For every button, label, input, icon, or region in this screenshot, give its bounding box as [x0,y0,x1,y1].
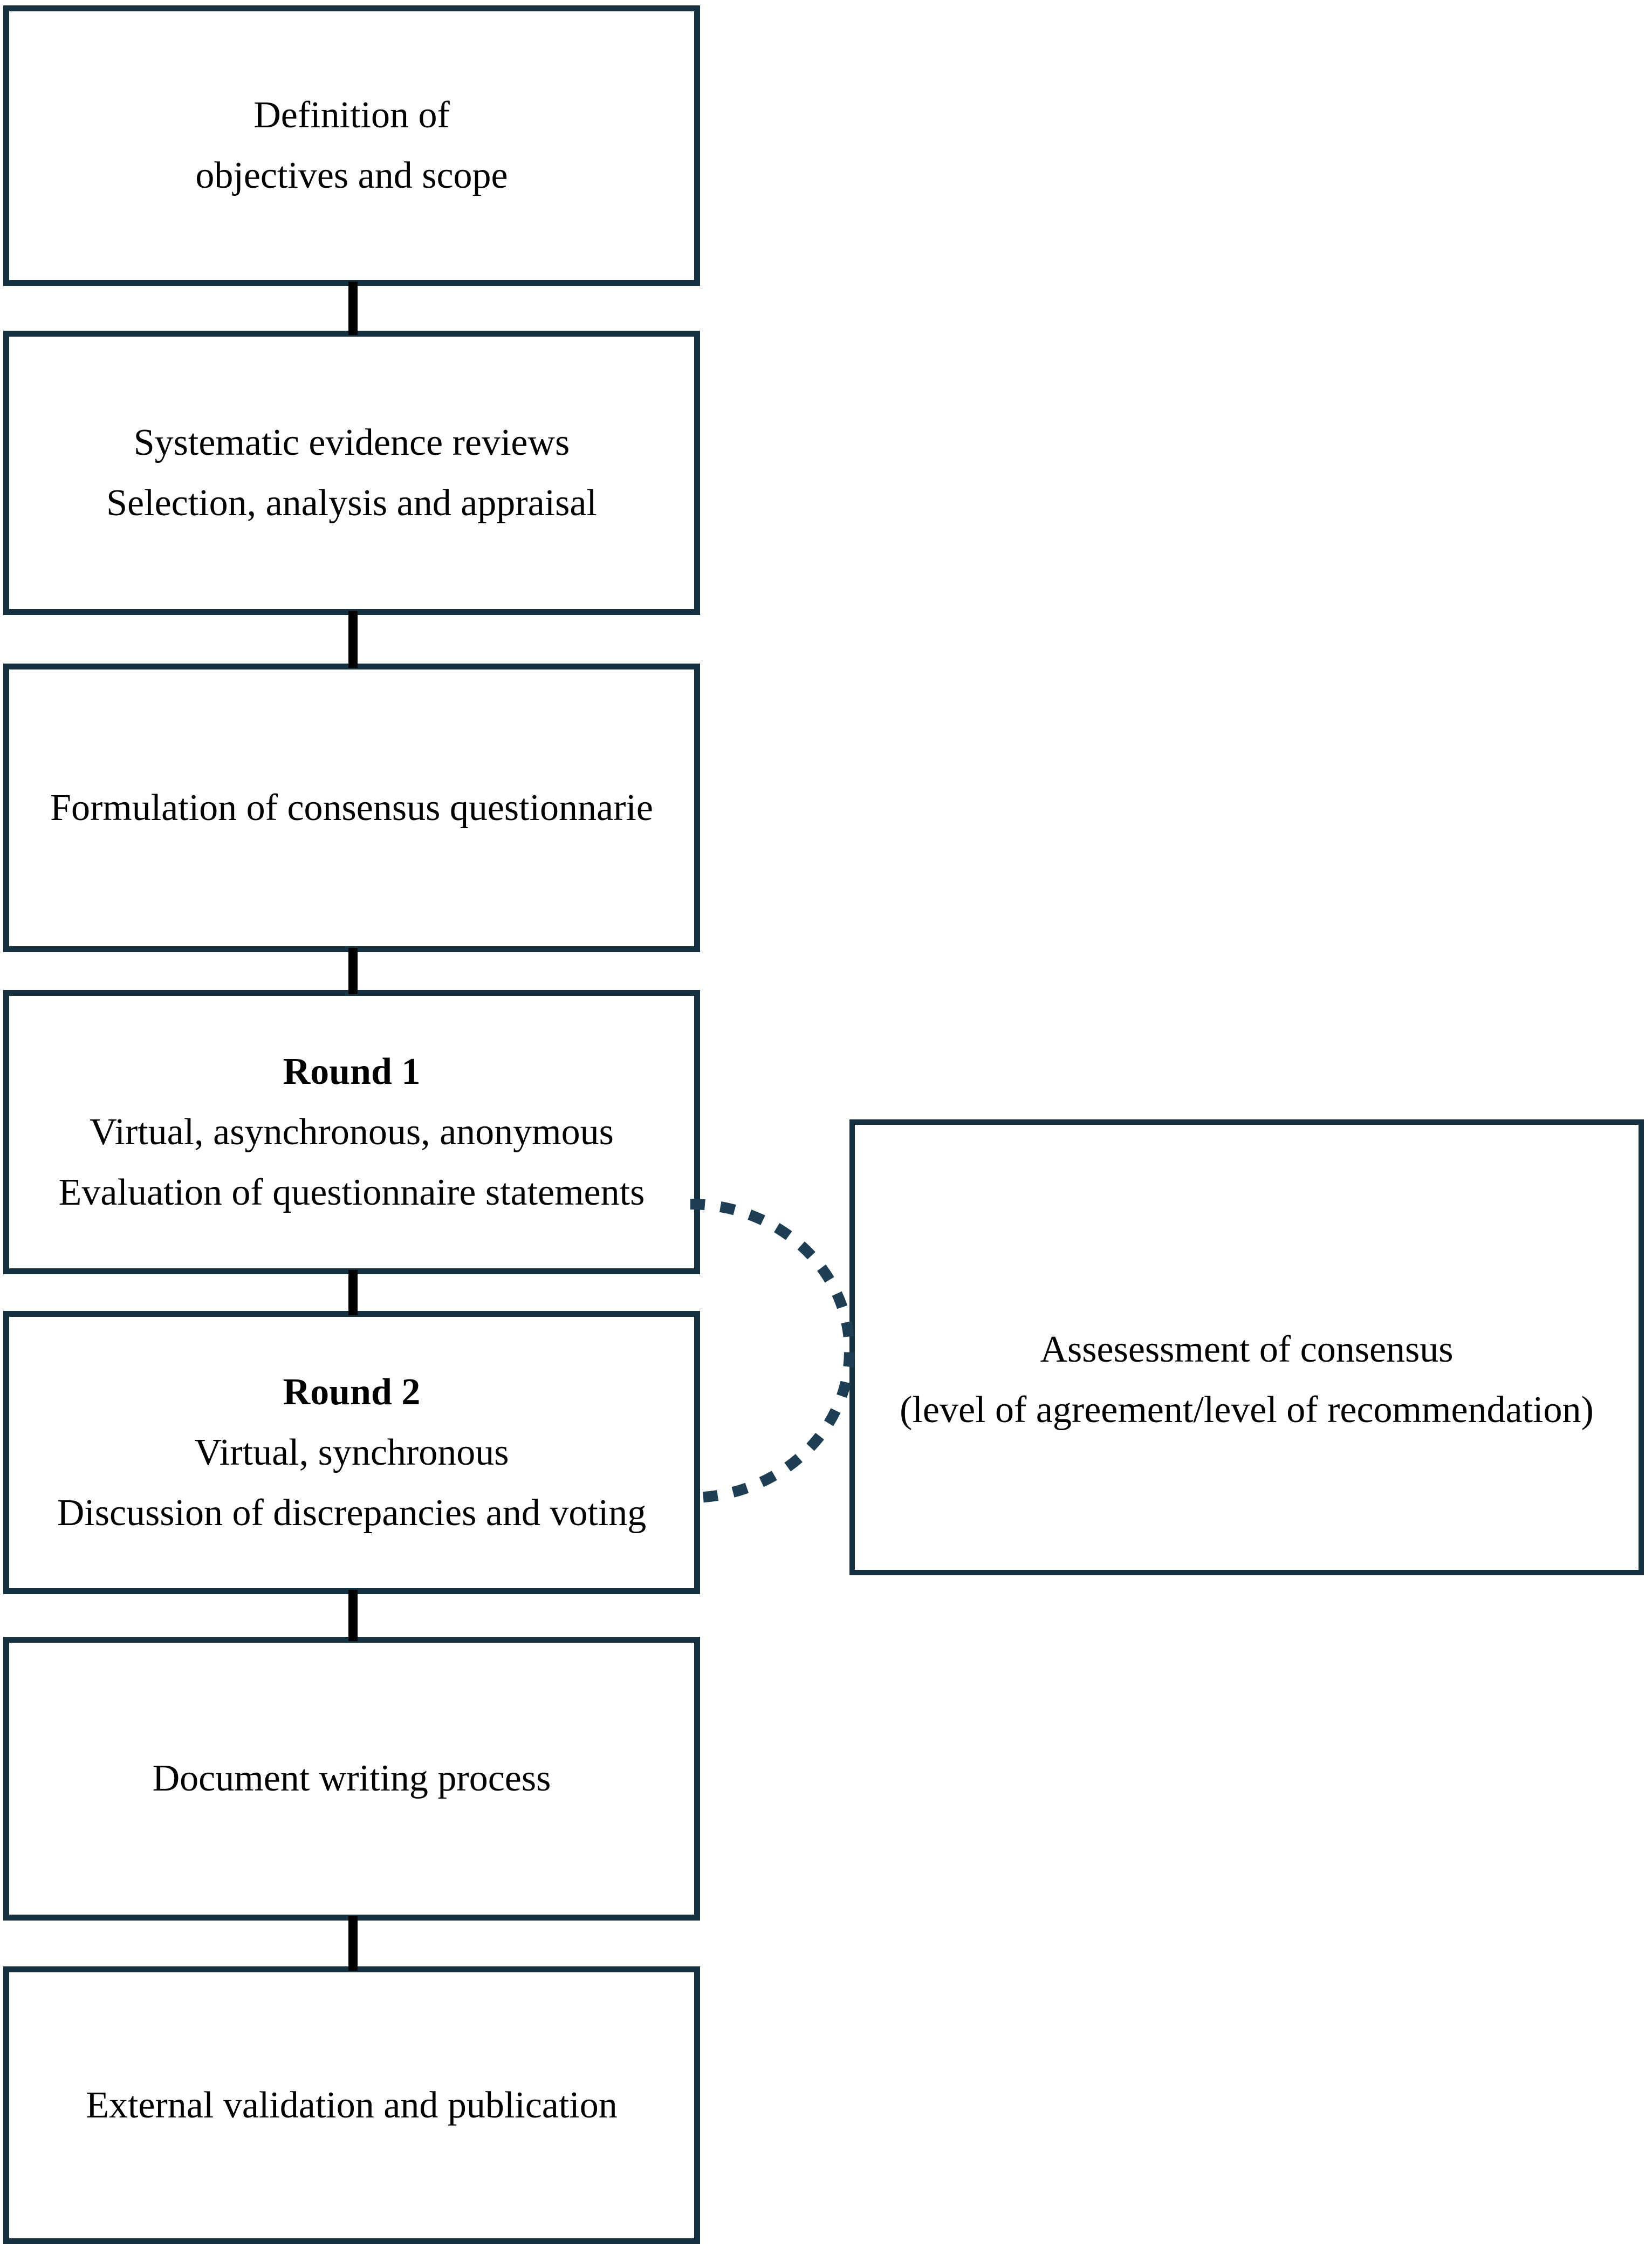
dashed-arc-path [690,1199,855,1503]
step-line: Evaluation of questionnaire statements [58,1171,645,1213]
step-box-writing: Document writing process [3,1637,700,1921]
step-line: Virtual, synchronous [194,1431,509,1473]
step-line: Definition of [253,94,450,136]
step-box-round2: Round 2 Virtual, synchronous Discussion … [3,1311,700,1594]
assessment-line: (level of agreement/level of recommendat… [900,1389,1594,1431]
step-line: Document writing process [152,1758,551,1799]
step-box-round1: Round 1 Virtual, asynchronous, anonymous… [3,990,700,1274]
step-line: Formulation of consensus questionnarie [50,787,653,829]
step-line: objectives and scope [195,155,508,196]
step-line: External validation and publication [86,2084,618,2126]
connector-line [348,948,358,994]
connector-line [348,282,358,335]
step-line: Selection, analysis and appraisal [106,482,597,524]
assessment-line: Assesessment of consensus [1040,1328,1454,1370]
step-line: Virtual, asynchronous, anonymous [90,1111,614,1153]
step-title: Round 2 [283,1371,421,1413]
step-line: Systematic evidence reviews [133,421,570,463]
connector-line [348,611,358,668]
assessment-box: Assesessment of consensus (level of agre… [849,1119,1644,1575]
step-box-questionnaire: Formulation of consensus questionnarie [3,664,700,952]
step-title: Round 1 [283,1050,421,1092]
step-box-evidence: Systematic evidence reviews Selection, a… [3,331,700,615]
step-box-definition: Definition of objectives and scope [3,5,700,286]
step-box-validation: External validation and publication [3,1966,700,2244]
connector-line [348,1270,358,1315]
connector-line [348,1916,358,1971]
step-line: Discussion of discrepancies and voting [57,1492,647,1534]
connector-line [348,1590,358,1641]
